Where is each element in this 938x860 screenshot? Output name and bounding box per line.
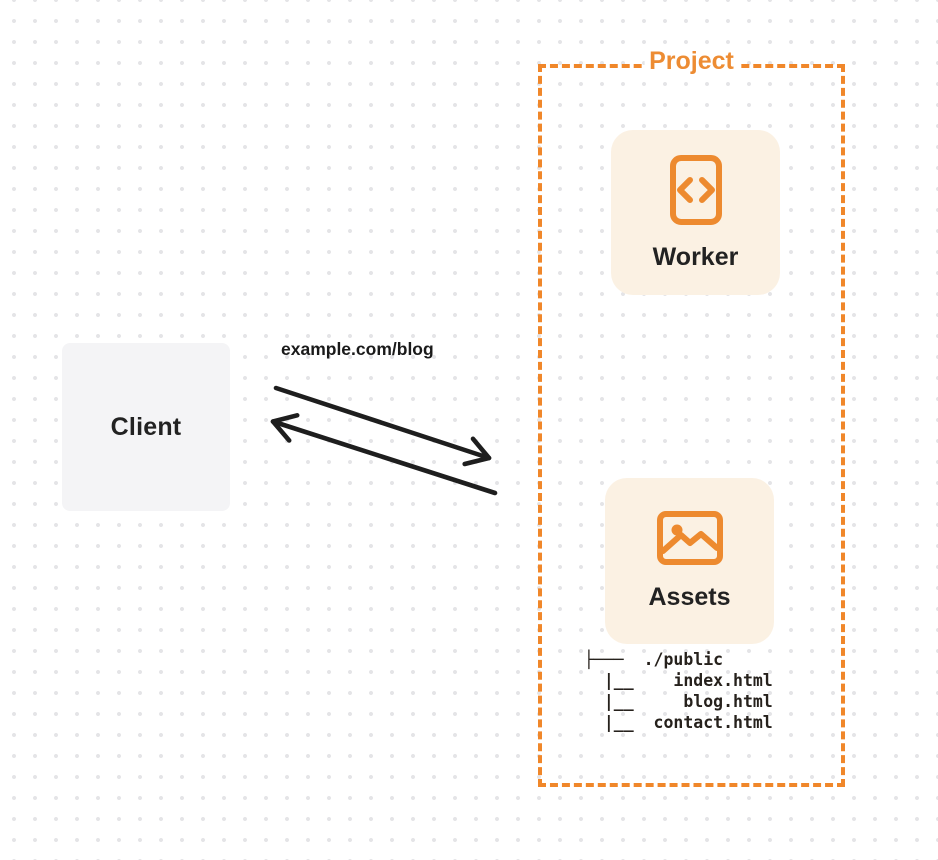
code-document-icon bbox=[669, 154, 722, 225]
assets-card: Assets bbox=[605, 478, 774, 644]
file-tree-line: |__ contact.html bbox=[584, 713, 773, 732]
project-label: Project bbox=[644, 47, 739, 76]
file-tree: ├─── ./public |__ index.html |__ blog.ht… bbox=[584, 649, 773, 733]
worker-label: Worker bbox=[652, 242, 739, 271]
image-icon bbox=[656, 511, 723, 565]
response-arrow bbox=[270, 413, 498, 496]
request-url-label: example.com/blog bbox=[281, 339, 434, 359]
request-arrow bbox=[273, 385, 492, 467]
client-node: Client bbox=[62, 343, 230, 511]
client-label: Client bbox=[110, 412, 182, 441]
worker-card: Worker bbox=[611, 130, 780, 295]
file-tree-root: ├─── ./public bbox=[584, 650, 724, 669]
project-boundary: Project Worker Assets ├─── ./public |__ … bbox=[538, 47, 845, 787]
file-tree-line: |__ index.html bbox=[584, 671, 773, 690]
assets-label: Assets bbox=[648, 583, 731, 611]
file-tree-line: |__ blog.html bbox=[584, 692, 773, 711]
